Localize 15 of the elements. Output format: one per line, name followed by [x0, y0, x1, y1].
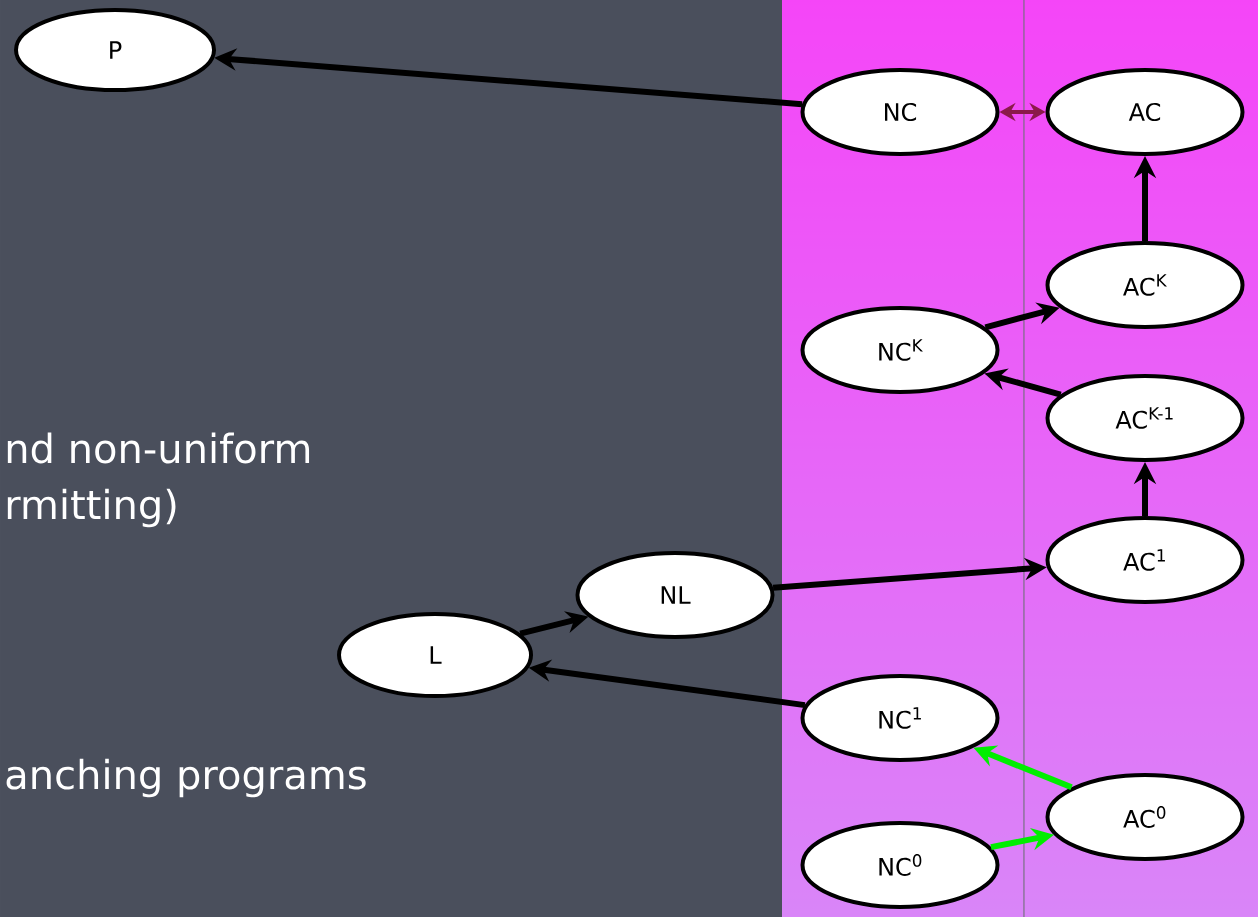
ellipse-node: AC$^{K}$: [1045, 241, 1245, 329]
ellipse-node: AC$^{1}$: [1045, 516, 1245, 604]
slide-text: anching programs: [6, 758, 366, 798]
slide-text: nd non-uniform: [7, 432, 310, 464]
ellipse-node: L: [337, 612, 533, 698]
ellipse-node: AC: [1045, 68, 1245, 156]
slide-text: rmitting): [7, 488, 176, 528]
ellipse-node: NC$^{K}$: [800, 306, 1000, 394]
ellipse-node: NC$^{0}$: [800, 821, 1000, 909]
ellipse-node: AC$^{K-1}$: [1045, 374, 1245, 462]
ellipse-node: NC$^{1}$: [800, 674, 1000, 762]
ellipse-node: AC$^{0}$: [1045, 773, 1245, 861]
ellipse-node: NC: [800, 68, 1000, 156]
ellipse-node: NL: [575, 551, 775, 639]
ellipse-node: P: [14, 8, 216, 92]
